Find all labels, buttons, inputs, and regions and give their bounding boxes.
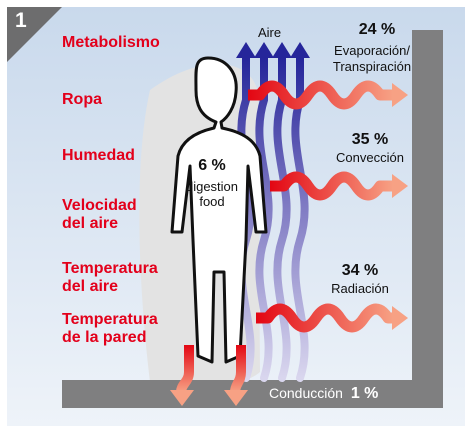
evaporation-heat-arrow [248,80,393,110]
convection-arrowhead [392,174,408,198]
floor [62,380,443,408]
convection-percent: 35 % [351,131,389,148]
factor-clothing: Ropa [62,91,102,108]
convection-label: Convección [336,150,404,165]
factor-humidity: Humedad [62,147,135,164]
evaporation-percent: 24 % [358,21,396,38]
factor-wall-temperature: Temperatura de la pared [62,311,158,346]
air-arrowhead-3 [272,42,292,58]
air-stream-4 [291,54,309,382]
digestion-label: digestion [185,179,239,194]
conduction-arrow-left [176,345,194,393]
radiation-heat-arrow [256,303,394,333]
air-arrowhead-4 [290,42,310,58]
conduction-text: Conducción [269,385,343,401]
panel-number-corner [7,7,62,62]
wall-right [412,30,443,408]
conduction-percent: 1 % [350,385,379,402]
conduction-arrowhead-left [170,390,194,406]
factor-metabolism: Metabolismo [62,34,160,51]
evaporation-arrowhead [392,83,408,107]
air-stream-3 [273,54,291,382]
radiation-label: Radiación [331,281,389,296]
air-arrowhead-1 [236,42,256,58]
conduction-arrow-right [230,345,246,393]
air-arrowhead-2 [254,42,274,58]
conduction-label: Conducción 1 % [269,385,378,403]
panel-number: 1 [15,9,27,32]
factor-air-temperature: Temperatura del aire [62,260,158,295]
digestion-percent: 6 % [198,157,226,174]
conduction-arrowhead-right [224,390,248,406]
heat-arrows [170,80,408,406]
air-label: Aire [258,25,282,40]
human-figure [170,56,268,364]
transpiration-label: Transpiración [332,59,412,74]
convection-heat-arrow [270,171,393,201]
evaporation-label: Evaporación/ [334,43,410,58]
radiation-percent: 34 % [341,262,379,279]
radiation-arrowhead [392,306,408,330]
factor-air-velocity: Velocidad del aire [62,197,137,232]
food-label: food [199,194,225,209]
air-stream-2 [255,54,273,382]
